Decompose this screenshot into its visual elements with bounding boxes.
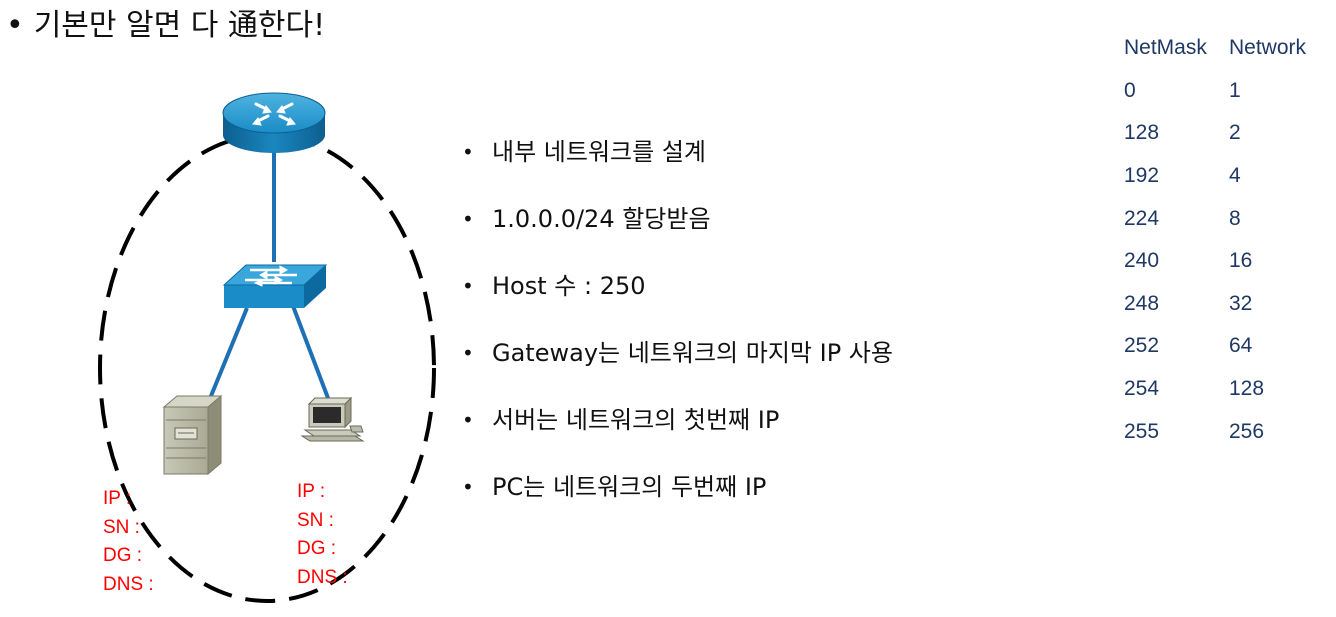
- slide-title: • 기본만 알면 다 通한다!: [6, 6, 325, 46]
- link-switch-pc: [291, 305, 330, 399]
- server-dg-label: DG :: [103, 545, 143, 566]
- server-dns-label: DNS :: [103, 573, 154, 595]
- bullet-dot: •: [462, 273, 474, 298]
- bullet-dot: •: [462, 407, 474, 432]
- bullet-dot: •: [462, 139, 474, 164]
- bullet-dot: •: [462, 206, 474, 231]
- bullet-dot: •: [462, 474, 474, 499]
- server-icon[interactable]: [162, 394, 223, 476]
- server-sn-label: SN :: [103, 516, 140, 538]
- server-config-labels: IP : SN : DG : DNS :: [103, 485, 154, 599]
- pc-icon[interactable]: [300, 396, 365, 442]
- list-item: •서버는 네트워크의 첫번째 IP: [462, 386, 893, 453]
- list-item: •Gateway는 네트워크의 마지막 IP 사용: [462, 319, 893, 386]
- table-header-row: NetMask Network: [1124, 27, 1329, 70]
- pc-ip-label: IP :: [297, 481, 326, 502]
- list-item: •1.0.0.0/24 할당받음: [462, 185, 893, 252]
- requirements-list: •내부 네트워크를 설계 •1.0.0.0/24 할당받음 •Host 수 : …: [462, 118, 893, 520]
- title-text: 기본만 알면 다 通한다!: [33, 8, 326, 43]
- pc-sn-label: SN :: [297, 509, 334, 531]
- pc-dg-label: DG :: [297, 538, 337, 559]
- pc-config-labels: IP : SN : DG : DNS :: [297, 478, 348, 592]
- server-ip-label: IP :: [103, 488, 132, 509]
- pc-dns-label: DNS :: [297, 566, 348, 588]
- title-bullet: •: [6, 8, 24, 43]
- list-item: •내부 네트워크를 설계: [462, 118, 893, 185]
- link-switch-server: [209, 307, 249, 397]
- list-item: •PC는 네트워크의 두번째 IP: [462, 453, 893, 520]
- router-icon[interactable]: [222, 92, 326, 153]
- list-item: •Host 수 : 250: [462, 252, 893, 319]
- header-network: Network: [1229, 36, 1307, 60]
- bullet-dot: •: [462, 340, 474, 365]
- switch-icon[interactable]: [222, 264, 328, 308]
- header-netmask: NetMask: [1124, 36, 1207, 60]
